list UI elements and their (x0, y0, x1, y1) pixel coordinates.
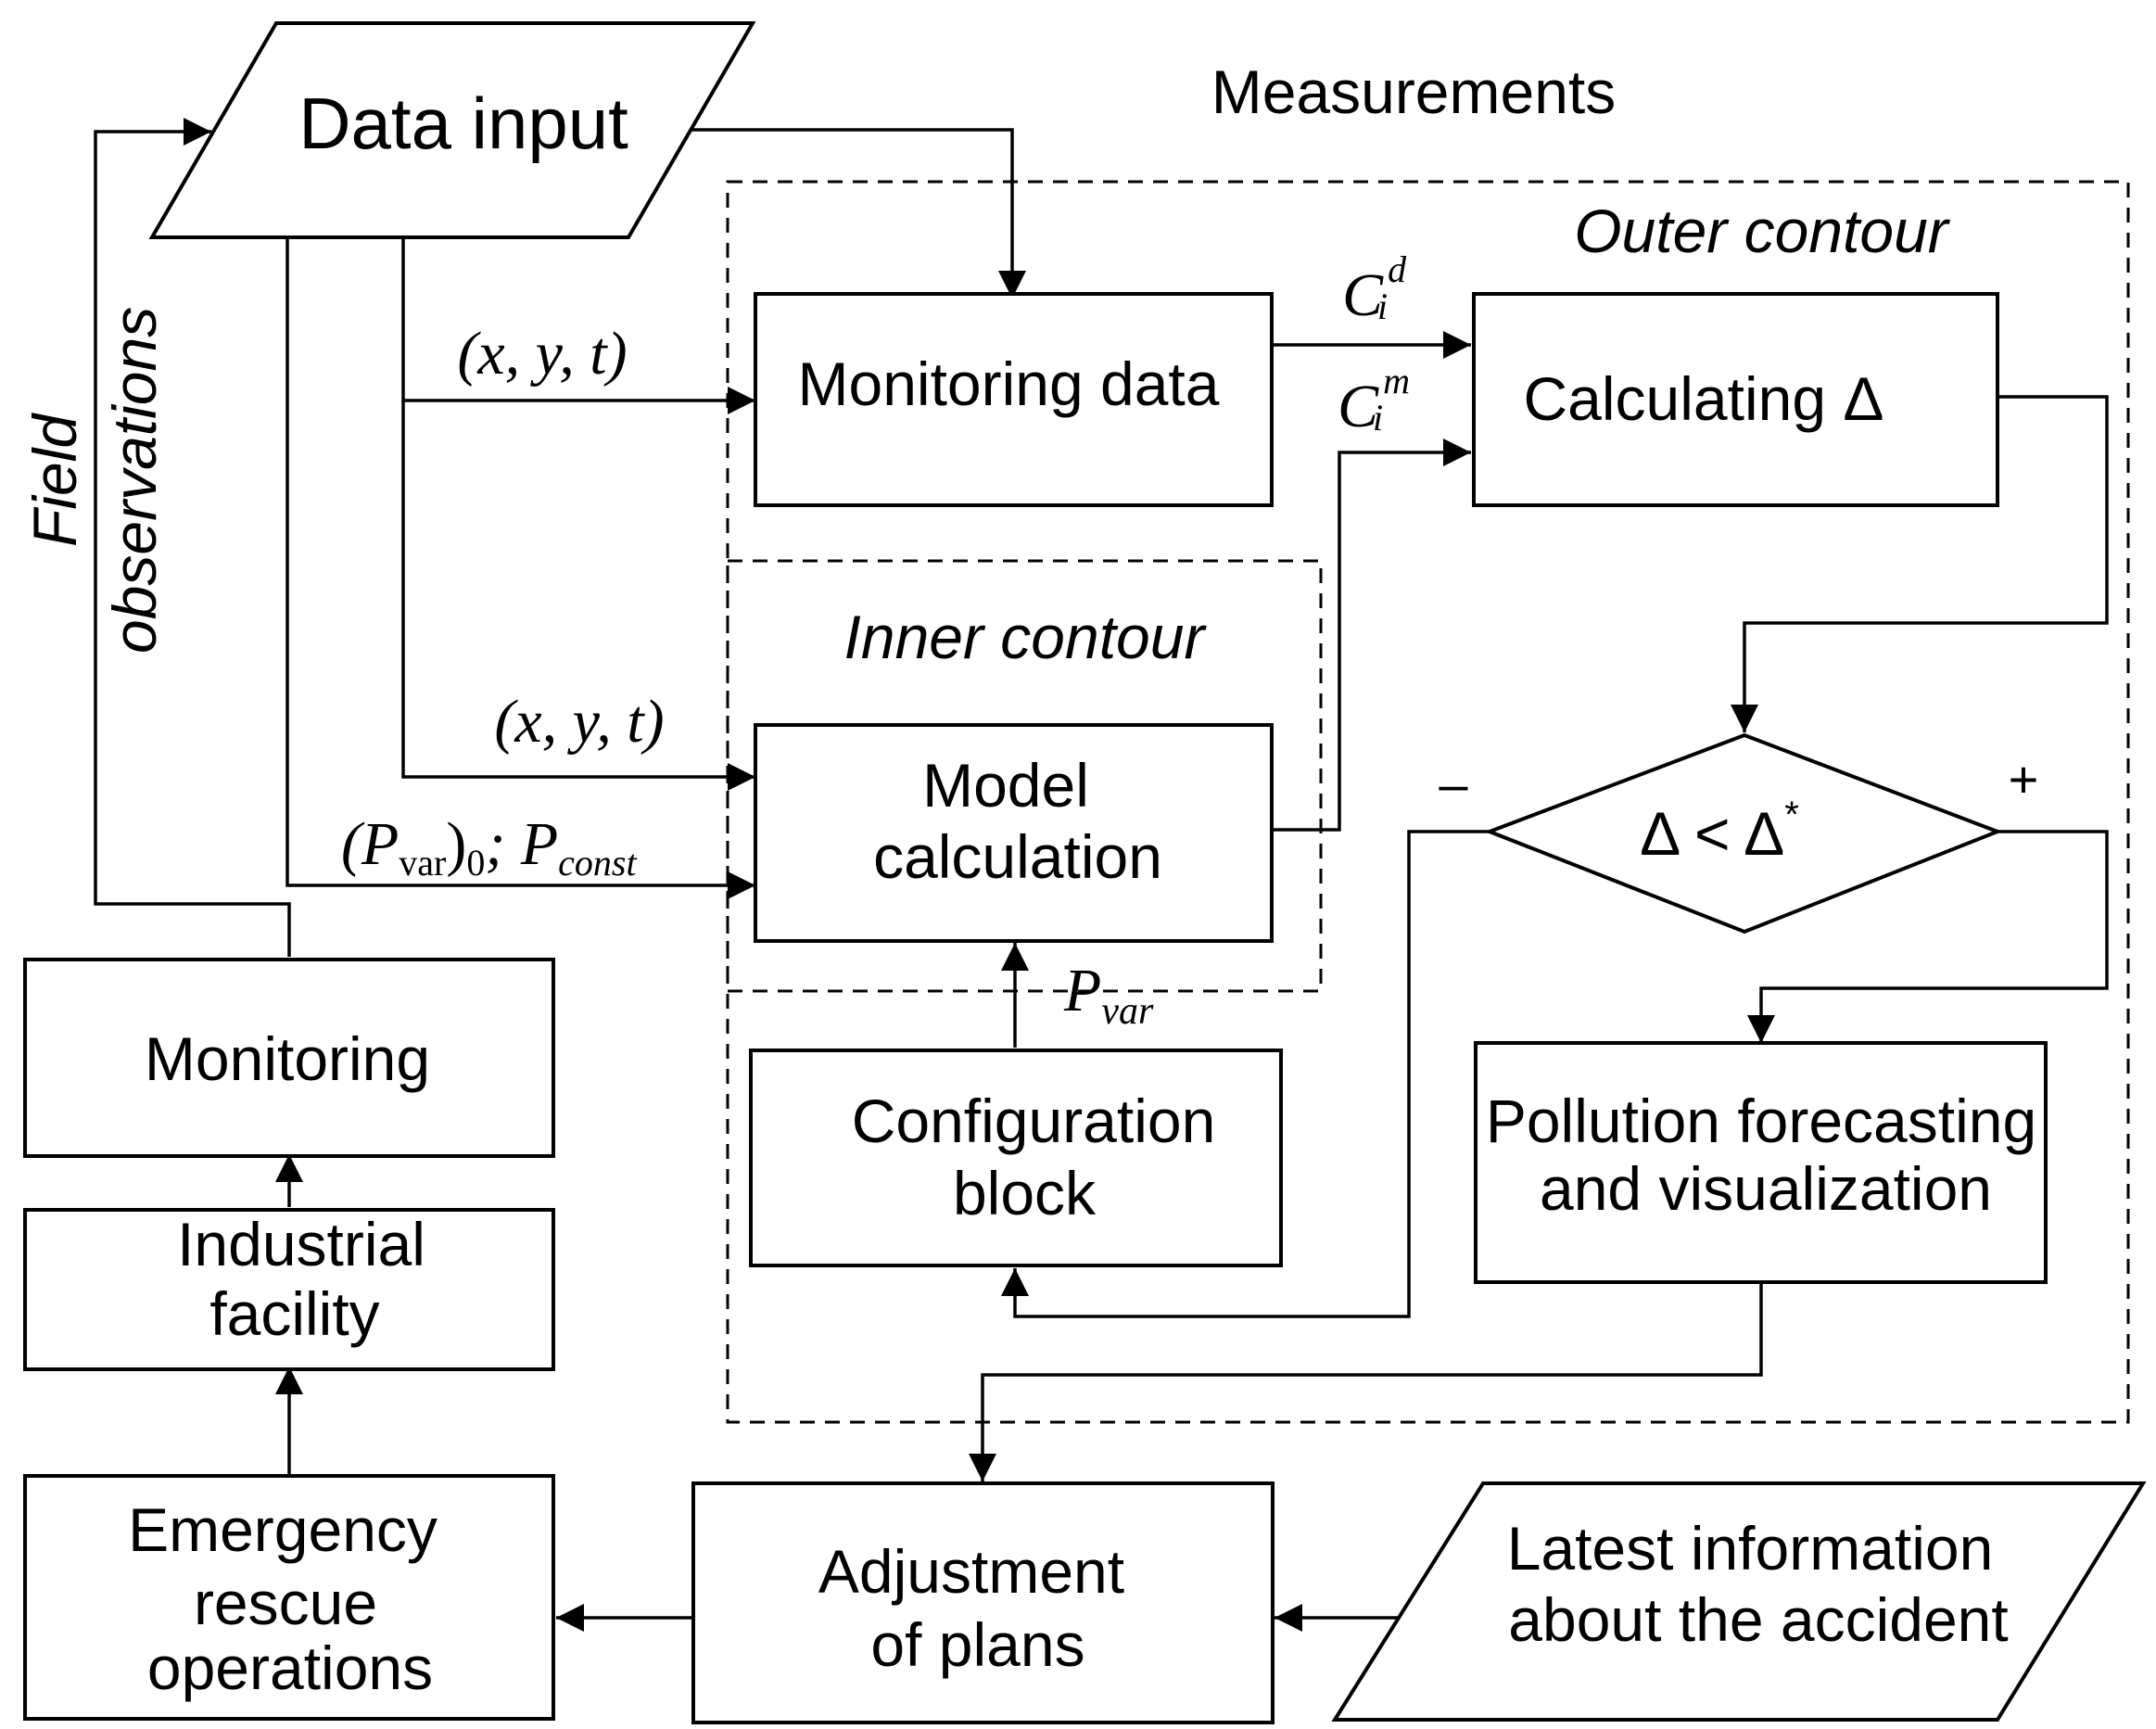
industrial-facility-node: Industrial facility (23, 1208, 555, 1371)
params-label: (Pvar)0; Pconst (341, 810, 637, 884)
industrial-facility-label-1: Industrial (177, 1210, 425, 1278)
condition-label: Δ < Δ* (1640, 795, 1799, 868)
outer-contour-label: Outer contour (1574, 197, 1951, 265)
emergency-rescue-label-1: Emergency (128, 1495, 438, 1564)
edge-delta-to-condition (1731, 395, 2109, 732)
xyt-label-1: (x, y, t) (457, 320, 627, 388)
plus-label: + (2009, 750, 2039, 808)
observations-label: observations (100, 307, 169, 654)
data-input-label: Data input (298, 83, 628, 164)
edge-datainput-to-monitoringdata (689, 128, 1026, 299)
pvar-label: Pvar (1063, 957, 1154, 1033)
configuration-block-label-2: block (953, 1159, 1097, 1227)
xyt-label-2: (x, y, t) (494, 688, 664, 756)
field-label-group: Field (20, 413, 89, 547)
cid-label: Cid (1342, 248, 1407, 329)
latest-information-label-1: Latest information (1507, 1514, 1994, 1583)
cim-label: Cim (1338, 360, 1410, 440)
adjustment-of-plans-label-1: Adjustment (818, 1537, 1124, 1606)
monitoring-node: Monitoring (23, 958, 555, 1158)
field-label: Field (20, 413, 89, 547)
data-input-node: Data input (148, 21, 756, 239)
pollution-forecasting-label-1: Pollution forecasting (1486, 1087, 2036, 1155)
condition-sup: * (1784, 795, 1799, 835)
adjustment-of-plans-label-2: of plans (870, 1610, 1084, 1679)
observations-label-group: observations (100, 307, 169, 654)
condition-diamond-node: Δ < Δ* (1484, 732, 2003, 934)
calculating-delta-node: Calculating Δ (1472, 292, 1999, 507)
minus-label: – (1439, 755, 1468, 813)
calculating-delta-label: Calculating Δ (1524, 364, 1884, 433)
pollution-forecasting-node: Pollution forecasting and visualization (1474, 1041, 2048, 1284)
configuration-block-node: Configuration block (749, 1049, 1283, 1267)
edge-forecast-to-adjustment (969, 1282, 1763, 1481)
latest-information-label-2: about the accident (1508, 1585, 2008, 1654)
edge-field-observations (94, 118, 291, 957)
monitoring-data-node: Monitoring data (754, 292, 1274, 507)
model-calculation-label-2: calculation (873, 822, 1162, 891)
model-calculation-node: Model calculation (754, 723, 1274, 943)
emergency-rescue-node: Emergency rescue operations (23, 1474, 555, 1721)
pollution-forecasting-label-2: and visualization (1540, 1154, 1992, 1223)
edge-cim (1272, 439, 1471, 832)
model-calculation-label-1: Model (922, 751, 1089, 820)
emergency-rescue-label-2: rescue (194, 1569, 377, 1637)
adjustment-of-plans-node: Adjustment of plans (691, 1481, 1275, 1724)
inner-contour-label: Inner contour (844, 603, 1208, 671)
industrial-facility-label-2: facility (209, 1279, 379, 1348)
edge-xyt-to-modelcalculation (401, 400, 755, 791)
edge-plus-to-forecast (1747, 830, 2109, 1043)
latest-information-node: Latest information about the accident (1331, 1481, 2147, 1722)
configuration-block-label-1: Configuration (852, 1087, 1216, 1155)
edge-params-to-modelcalculation (285, 239, 755, 899)
emergency-rescue-label-3: operations (147, 1634, 433, 1702)
edge-minus-to-configuration (1001, 830, 1490, 1318)
condition-lhs: Δ < Δ (1640, 799, 1784, 868)
monitoring-data-label: Monitoring data (798, 350, 1220, 418)
measurements-label: Measurements (1211, 57, 1617, 126)
monitoring-label: Monitoring (145, 1024, 430, 1093)
